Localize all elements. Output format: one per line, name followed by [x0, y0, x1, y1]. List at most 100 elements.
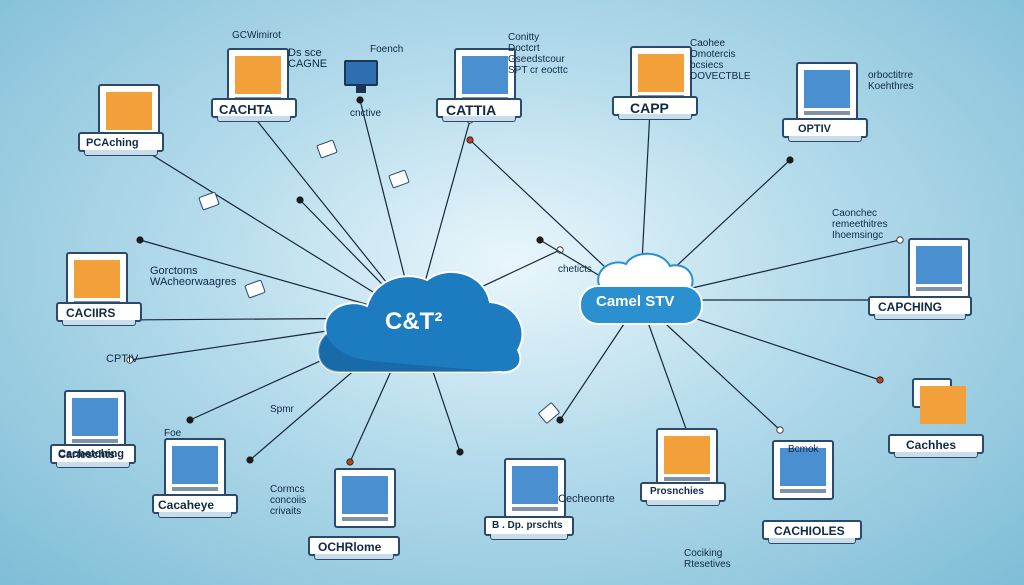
connector-dot [346, 458, 354, 466]
caption-foe: Foe [164, 428, 182, 439]
node-label: CATTIA [446, 102, 497, 118]
node-label: Cacaheye [158, 498, 215, 512]
device-base [78, 132, 164, 156]
doc-bar [780, 489, 826, 493]
accent-panel [512, 466, 558, 504]
cache-node-cachta: CACHTA [205, 36, 335, 146]
document-icon [650, 422, 718, 488]
caption-cnctive: cnctive [350, 108, 382, 119]
device-base [868, 296, 972, 320]
node-label: CACIIRS [66, 306, 116, 320]
device-base [56, 302, 142, 326]
accent-panel [462, 56, 508, 94]
accent-panel [235, 56, 281, 94]
document-icon [790, 56, 858, 122]
connector-dot [466, 136, 474, 144]
node-label: B . Dp. prschts [492, 520, 563, 531]
node-label: Cachhes [906, 438, 957, 452]
device-base [888, 434, 984, 458]
connector-dot [456, 448, 464, 456]
device-base [612, 96, 698, 120]
connector-dot [896, 236, 904, 244]
doc-bar [172, 487, 218, 491]
doc-bar [72, 439, 118, 443]
cache-node-cachhes: Cachhes [880, 372, 1010, 488]
device-base [152, 494, 238, 518]
cache-node-optiv: OPTIV [780, 56, 910, 166]
cache-node-carteschts: B . Dp. prschts [484, 450, 614, 560]
connector-dot [536, 236, 544, 244]
node-label: OPTIV [798, 123, 832, 135]
cloud-left-shape [317, 271, 524, 374]
caption-cheticts: cheticts [558, 264, 592, 275]
connector-dot [246, 456, 254, 464]
accent-panel [106, 92, 152, 130]
node-label: OCHRlome [318, 540, 382, 554]
cloud-hub-left-label: C&T² [385, 308, 443, 335]
cloud-hub-right-label: Camel STV [596, 293, 675, 310]
accent-panel [172, 446, 218, 484]
connector-dot [126, 356, 134, 364]
cloud-right-bar [579, 285, 703, 325]
doc-bar [804, 111, 850, 115]
device-base [436, 98, 522, 122]
caption-cormcs: Cormcs concoiis crivaits [270, 484, 307, 517]
connection-line [127, 139, 416, 319]
caption-gorctoms: Gorctoms WAcheorwaagres [150, 265, 237, 288]
node-label: Cachetching [58, 448, 125, 460]
device-base [50, 444, 136, 468]
connector-dot [356, 96, 364, 104]
device-base [211, 98, 297, 122]
cache-node-pcaching: PCAching [78, 70, 208, 180]
caption-top-left: GCWimirot [232, 30, 281, 41]
cache-node-prosnchies: Prosnchies [640, 420, 770, 530]
node-label: CAPCHING [878, 300, 943, 314]
cache-node-cachetching: Cachetching [50, 384, 180, 496]
document-icon [906, 372, 968, 432]
caption-cecheonrte: Cecheonrte [558, 493, 615, 505]
accent-panel [638, 54, 684, 92]
cloud-right-top [597, 252, 694, 292]
doc-bar [916, 287, 962, 291]
caption-foench: Foench [370, 44, 404, 55]
device-base [762, 520, 862, 544]
caption-cociking: Cociking Rtesetives [684, 548, 731, 570]
cloud-left-shadow [318, 334, 500, 372]
node-label: CAPP [630, 100, 669, 116]
connector-dot [876, 376, 884, 384]
cache-node-ochrlome: OCHRlome [302, 462, 432, 576]
document-icon [158, 432, 226, 498]
caption-cagne: Ds sce CAGNE [288, 47, 328, 70]
document-icon [766, 434, 834, 500]
cache-node-cachioles: CACHIOLES [762, 434, 892, 550]
device-base [640, 482, 726, 506]
monitor-icon [344, 60, 378, 93]
cache-node-caciirs: CACIIRS [42, 246, 172, 362]
connector-dot [186, 416, 194, 424]
device-base [308, 536, 400, 560]
node-label: CACHTA [219, 102, 273, 117]
caption-conitty: Conitty Doctcrt Gseedstcour SPT cr eoctt… [508, 32, 568, 76]
cache-node-cacaheye: Cacaheye [150, 432, 280, 544]
cache-node-capching: CAPCHING [868, 232, 998, 342]
accent-panel [74, 260, 120, 298]
connector-dot [786, 156, 794, 164]
node-label: CACHIOLES [774, 524, 845, 538]
connector-dot [556, 416, 564, 424]
connector-dot [296, 196, 304, 204]
document-icon [498, 452, 566, 518]
caption-carteschts: Carteschts [58, 449, 115, 461]
document-icon [328, 462, 396, 528]
accent-panel [72, 398, 118, 436]
cloud-hub-left [317, 271, 524, 374]
accent-panel [920, 386, 966, 424]
node-label: PCAching [86, 137, 139, 149]
accent-panel [780, 448, 826, 486]
cloud-hub-right [579, 252, 703, 325]
device-base [484, 516, 574, 540]
connector-dot [776, 426, 784, 434]
caption-caohee: Caohee Omotercis bcsiecs DOVECTBLE [690, 38, 751, 82]
device-base [782, 118, 868, 142]
accent-panel [804, 70, 850, 108]
